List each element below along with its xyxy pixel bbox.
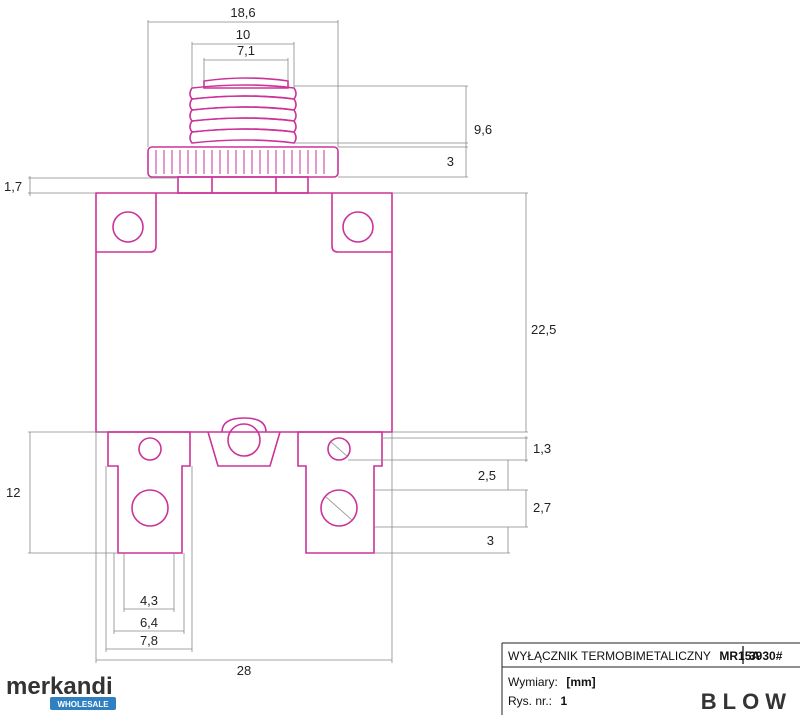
dim-thread-outer: 10 xyxy=(236,27,250,42)
dim-hole-offset: 1,3 xyxy=(533,441,551,456)
terminal-right-large-hole xyxy=(320,489,358,527)
dim-terminal-outer: 7,8 xyxy=(140,633,158,648)
main-body xyxy=(95,192,393,433)
wholesale-badge xyxy=(50,697,116,710)
terminal-right-small-hole xyxy=(327,437,351,461)
merkandi-logo: merkandi WHOLESALE xyxy=(6,673,116,710)
wholesale-text: WHOLESALE xyxy=(57,700,109,709)
dim-gap: 1,7 xyxy=(4,179,22,194)
svg-text:Rys. nr.: 1: Rys. nr.: 1 xyxy=(508,692,567,709)
units-value: [mm] xyxy=(566,675,595,689)
terminal-left-large-hole xyxy=(131,489,169,527)
dim-hole-diameter: 2,7 xyxy=(533,500,551,515)
mount-hole-left xyxy=(112,211,144,243)
reset-button xyxy=(227,423,261,457)
title-block: WYŁĄCZNIK TERMOBIMETALICZNY MR15A 3930# … xyxy=(501,642,800,715)
breaker-outline xyxy=(95,77,393,554)
svg-text:Wymiary: [mm]: Wymiary: [mm] xyxy=(508,673,596,690)
product-name: WYŁĄCZNIK TERMOBIMETALICZNY xyxy=(508,649,711,663)
dim-hole-spacing: 2,5 xyxy=(478,468,496,483)
dim-terminal-inner: 4,3 xyxy=(140,593,158,608)
terminal-left xyxy=(107,431,191,554)
nut xyxy=(147,146,339,178)
nut-ridges xyxy=(155,150,325,174)
product-code: 3930# xyxy=(749,649,783,663)
units-label: Wymiary: xyxy=(508,675,558,689)
merkandi-wordmark: merkandi xyxy=(6,673,113,700)
drawing-label: Rys. nr.: xyxy=(508,694,552,708)
mount-hole-right xyxy=(342,211,374,243)
dim-body-height: 22,5 xyxy=(531,322,556,337)
product-model: MR15A xyxy=(719,649,760,663)
drawing-value: 1 xyxy=(560,694,567,708)
dim-total-width: 28 xyxy=(237,663,251,678)
dim-nut-width: 18,6 xyxy=(230,5,255,20)
thread-cap xyxy=(203,77,289,89)
dimension-lines xyxy=(28,20,528,663)
dim-thread-inner: 7,1 xyxy=(237,43,255,58)
terminal-left-small-hole xyxy=(138,437,162,461)
dim-terminal-mid: 6,4 xyxy=(140,615,158,630)
neck xyxy=(177,176,309,194)
dim-nut-height: 3 xyxy=(447,154,454,169)
center-bump xyxy=(207,431,281,467)
dim-terminal-length: 12 xyxy=(6,485,20,500)
svg-text:WYŁĄCZNIK TERMOBIMETALICZNY: WYŁĄCZNIK TERMOBIMETALICZNY MR15A xyxy=(508,647,760,664)
dim-terminal-end: 3 xyxy=(487,533,494,548)
thread-coils xyxy=(189,84,297,144)
blow-logo: BLOW xyxy=(701,689,792,714)
dim-thread-height: 9,6 xyxy=(474,122,492,137)
